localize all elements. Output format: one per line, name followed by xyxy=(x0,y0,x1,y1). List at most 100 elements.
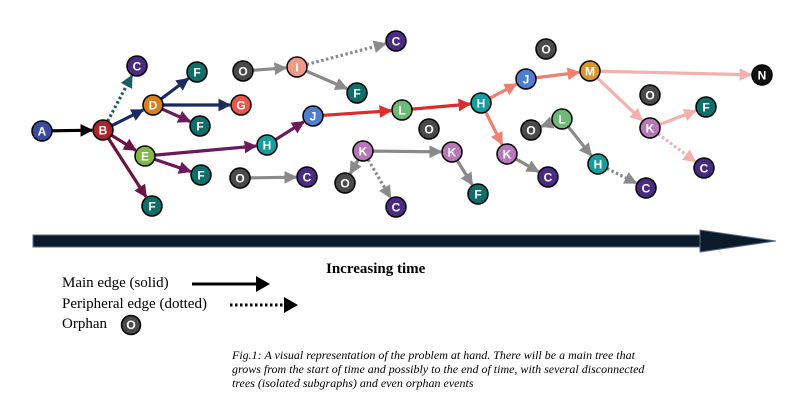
node-circle-D xyxy=(142,94,164,116)
node-circle-F5 xyxy=(346,82,368,104)
node-circle-J1 xyxy=(302,105,324,127)
node-F1: F xyxy=(186,61,208,83)
node-M: M xyxy=(579,60,601,82)
node-label-K3: K xyxy=(503,148,512,162)
node-F2: F xyxy=(189,115,211,137)
edge-H3-to-C6 xyxy=(606,167,638,185)
node-label-O6: O xyxy=(526,124,535,138)
edge-I-to-F5 xyxy=(305,69,349,91)
node-C3: C xyxy=(296,166,318,188)
edge-K4-to-C7 xyxy=(657,132,697,163)
edge-H1-to-J1 xyxy=(274,120,305,142)
node-label-C3: C xyxy=(303,171,312,185)
edge-K4-to-F7 xyxy=(658,108,697,126)
node-circle-G xyxy=(230,94,252,116)
node-F4: F xyxy=(141,195,163,217)
edge-J1-to-L1 xyxy=(322,105,393,118)
edge-L1-to-H2 xyxy=(411,98,472,112)
node-K4: K xyxy=(639,117,661,139)
edge-B-to-F4 xyxy=(107,137,148,198)
node-circle-C2 xyxy=(385,30,407,52)
node-circle-C1 xyxy=(126,55,148,77)
node-label-J2: J xyxy=(523,73,530,87)
legend-orphan-label: Orphan xyxy=(62,316,107,332)
node-O2: O xyxy=(229,167,251,189)
node-circle-F2 xyxy=(189,115,211,137)
time-axis-arrow xyxy=(32,229,777,253)
node-label-K4: K xyxy=(646,122,655,136)
node-O5: O xyxy=(535,38,557,60)
node-circle-I xyxy=(286,56,308,78)
node-circle-F7 xyxy=(695,96,717,118)
node-label-O7: O xyxy=(645,89,654,103)
edge-K1-to-C4 xyxy=(366,158,392,199)
node-label-C5: C xyxy=(544,171,553,185)
node-circle-C5 xyxy=(537,166,559,188)
node-label-D: D xyxy=(149,99,158,113)
node-I: I xyxy=(286,56,308,78)
node-circle-C6 xyxy=(635,177,657,199)
node-circle-H3 xyxy=(587,153,609,175)
node-label-M: M xyxy=(585,65,595,79)
node-C4: C xyxy=(385,196,407,218)
edge-K2-to-F6 xyxy=(455,159,474,186)
node-label-H3: H xyxy=(594,158,603,172)
node-F7: F xyxy=(695,96,717,118)
edge-M-to-K4 xyxy=(596,76,644,122)
node-label-F4: F xyxy=(148,200,155,214)
edge-L2-to-O6 xyxy=(540,116,555,129)
node-F5: F xyxy=(346,82,368,104)
node-J2: J xyxy=(515,68,537,90)
node-circle-O6 xyxy=(520,119,542,141)
node-O7: O xyxy=(639,84,661,106)
node-label-L1: L xyxy=(398,104,405,118)
node-label-O3: O xyxy=(340,177,349,191)
node-F3: F xyxy=(190,164,212,186)
node-circle-O1 xyxy=(232,60,254,82)
edge-H2-to-K3 xyxy=(484,111,504,146)
edge-D-to-F1 xyxy=(160,77,190,101)
edge-A-to-B xyxy=(51,123,94,137)
node-N: N xyxy=(751,64,773,86)
node-circle-K4 xyxy=(639,117,661,139)
edge-B-to-D xyxy=(111,108,145,127)
edge-J2-to-M xyxy=(535,67,581,81)
node-H2: H xyxy=(470,92,492,114)
node-label-L2: L xyxy=(558,113,565,127)
node-H1: H xyxy=(256,134,278,156)
node-circle-C4 xyxy=(385,196,407,218)
node-F6: F xyxy=(467,183,489,205)
node-label-I: I xyxy=(295,61,298,75)
edge-L2-to-H3 xyxy=(566,125,593,157)
node-circle-M xyxy=(579,60,601,82)
node-label-E: E xyxy=(141,150,149,164)
legend-peripheral-edge-arrowhead xyxy=(284,297,298,313)
legend-graphics: O xyxy=(120,276,298,336)
edge-D-to-F2 xyxy=(161,107,192,123)
node-label-C1: C xyxy=(133,60,142,74)
node-circle-F4 xyxy=(141,195,163,217)
time-axis-label: Increasing time xyxy=(326,261,426,277)
node-circle-B xyxy=(92,119,114,141)
node-circle-C7 xyxy=(693,157,715,179)
node-B: B xyxy=(92,119,114,141)
edge-H2-to-J2 xyxy=(489,82,518,100)
node-H3: H xyxy=(587,153,609,175)
node-C6: C xyxy=(635,177,657,199)
node-label-C2: C xyxy=(392,35,401,49)
node-label-J1: J xyxy=(310,110,317,124)
node-C7: C xyxy=(693,157,715,179)
node-label-F6: F xyxy=(474,188,481,202)
node-label-F2: F xyxy=(196,120,203,134)
node-label-K2: K xyxy=(448,146,457,160)
node-circle-C3 xyxy=(296,166,318,188)
node-label-O4: O xyxy=(424,123,433,137)
node-O3: O xyxy=(334,172,356,194)
node-label-C6: C xyxy=(642,182,651,196)
node-circle-N xyxy=(751,64,773,86)
node-C2: C xyxy=(385,30,407,52)
node-label-H1: H xyxy=(263,139,272,153)
node-label-A: A xyxy=(38,125,47,139)
node-label-K1: K xyxy=(359,145,368,159)
